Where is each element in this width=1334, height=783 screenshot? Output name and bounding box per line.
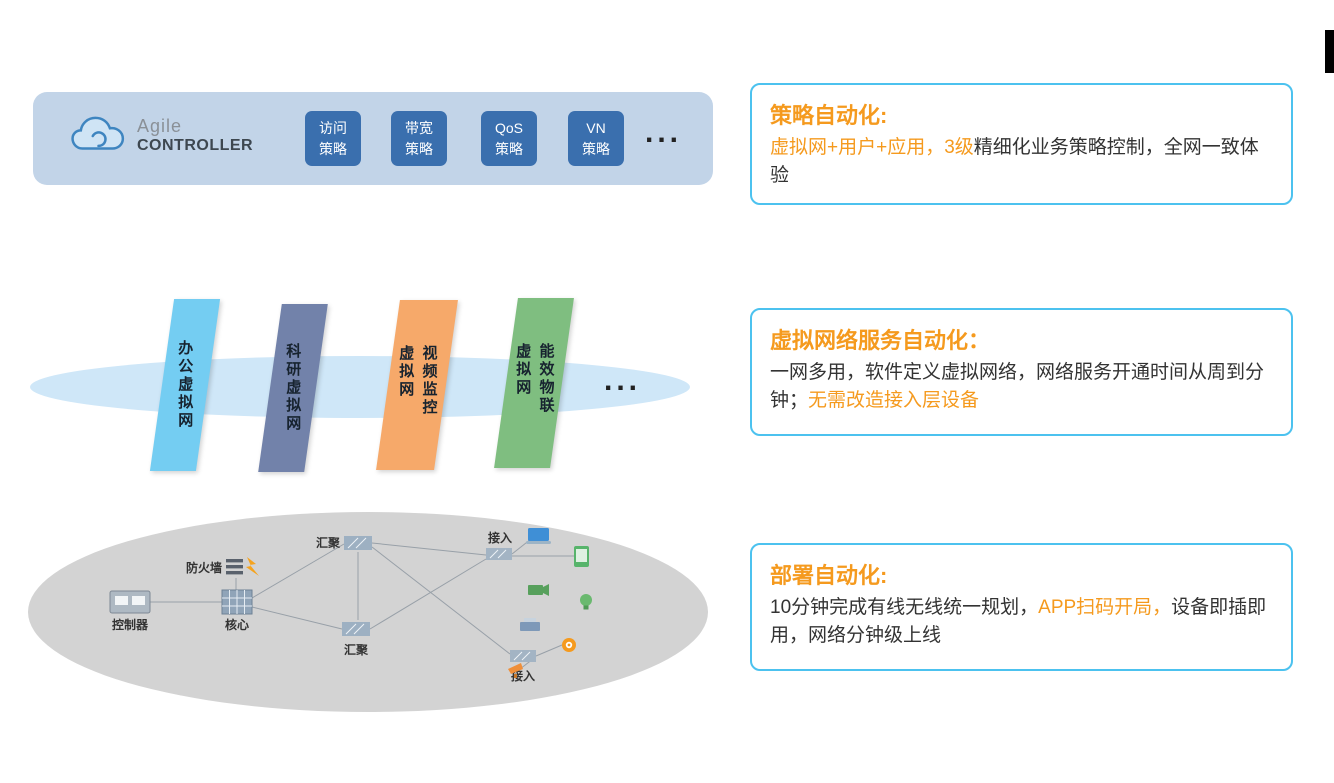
callout-body: 虚拟网+用户+应用，3级精细化业务策略控制，全网一致体验 [770, 134, 1273, 189]
callout-vn-service-automation: 虚拟网络服务自动化： 一网多用，软件定义虚拟网络，网络服务开通时间从周到分钟；无… [750, 308, 1293, 436]
access-label: 接入 [488, 530, 512, 545]
callout-text-segment: 一网多用，软件定义虚拟网络，网络服务开通时间从周到分钟； [770, 362, 1265, 411]
agile-controller-logo: Agile CONTROLLER [71, 114, 253, 156]
aggregation-switch-icon [342, 622, 370, 636]
callout-body: 10分钟完成有线无线统一规划，APP扫码开局，设备即插即用，网络分钟级上线 [770, 594, 1273, 649]
lens-icon [562, 638, 576, 652]
firewall-icon [226, 557, 259, 576]
logo-wordmark: Agile CONTROLLER [137, 116, 253, 155]
policy-chip-label: 策略 [495, 140, 523, 157]
firewall-label: 防火墙 [186, 560, 222, 575]
cctv-camera-icon [508, 663, 523, 678]
policy-chip-vn: VN 策略 [568, 111, 624, 166]
policy-chip-label: VN [586, 120, 606, 137]
core-label: 核心 [225, 617, 249, 632]
aggregation-label: 汇聚 [344, 643, 369, 657]
vn-ellipsis: ... [604, 364, 642, 397]
policy-chip-qos: QoS 策略 [481, 111, 537, 166]
laptop-icon [526, 528, 551, 544]
logo-brand-top: Agile [137, 115, 183, 136]
callout-text-segment: APP扫码开局， [1038, 597, 1172, 618]
policy-chip-label: 策略 [319, 140, 347, 157]
callout-body: 一网多用，软件定义虚拟网络，网络服务开通时间从周到分钟；无需改造接入层设备 [770, 359, 1273, 414]
callout-title: 虚拟网络服务自动化： [770, 328, 991, 353]
aggregation-switch-icon [344, 536, 372, 550]
callout-text-segment: 无需改造接入层设备 [808, 389, 980, 411]
vn-panel-label: 办公虚拟网 [176, 340, 194, 430]
policy-chip-label: 策略 [582, 140, 610, 157]
callout-text-segment: 精细化业务策略控制，全网一致体验 [770, 137, 1259, 186]
policy-chip-access: 访问 策略 [305, 111, 361, 166]
vn-panel-label: 视频监控虚拟网 [397, 345, 438, 417]
controller-icon [109, 590, 151, 614]
policy-chip-label: 策略 [405, 140, 433, 157]
policy-chip-label: 带宽 [405, 120, 433, 137]
tablet-icon [574, 546, 589, 567]
logo-brand-bottom: CONTROLLER [137, 136, 254, 154]
callout-title: 策略自动化: [770, 103, 888, 128]
policy-chip-label: QoS [494, 120, 523, 137]
policy-chip-bandwidth: 带宽 策略 [391, 111, 447, 166]
access-switch-icon [486, 548, 512, 560]
access-label: 接入 [511, 668, 535, 683]
controller-label: 控制器 [112, 617, 149, 632]
callout-title: 部署自动化: [770, 563, 888, 588]
access-switch-icon [510, 650, 536, 662]
lightbulb-icon [580, 594, 592, 610]
callout-text-segment: 虚拟网+用户+应用，3级 [770, 137, 974, 158]
callout-policy-automation: 策略自动化: 虚拟网+用户+应用，3级精细化业务策略控制，全网一致体验 [750, 83, 1293, 205]
network-topology: 控制器 防火墙 核心 [109, 528, 592, 683]
callout-text-segment: 10分钟完成有线无线统一规划， [770, 597, 1039, 618]
cloud-logo-icon [71, 116, 125, 150]
vn-panel-video-surveillance: 视频监控虚拟网 [376, 300, 458, 470]
physical-network-ellipse: 控制器 防火墙 核心 [28, 512, 708, 712]
vn-panel-energy-iot: 能效物联虚拟网 [494, 298, 574, 468]
policy-ellipsis: ... [645, 116, 683, 149]
policy-chip-label: 访问 [319, 120, 347, 137]
callout-text-segment: 设备即插即用，网络分钟级上线 [770, 597, 1267, 646]
vn-panel-label: 科研虚拟网 [284, 343, 302, 433]
printer-icon [520, 618, 540, 631]
camera-icon [528, 584, 549, 596]
core-switch-icon [221, 589, 253, 615]
agile-controller-banner: Agile CONTROLLER 访问 策略 带宽 策略 QoS 策略 VN 策… [33, 92, 713, 185]
aggregation-label: 汇聚 [316, 536, 341, 550]
callout-deployment-automation: 部署自动化: 10分钟完成有线无线统一规划，APP扫码开局，设备即插即用，网络分… [750, 543, 1293, 671]
vn-panel-label: 能效物联虚拟网 [514, 343, 555, 415]
screen-edge-artifact [1325, 30, 1334, 73]
virtual-network-ellipse [30, 356, 690, 418]
